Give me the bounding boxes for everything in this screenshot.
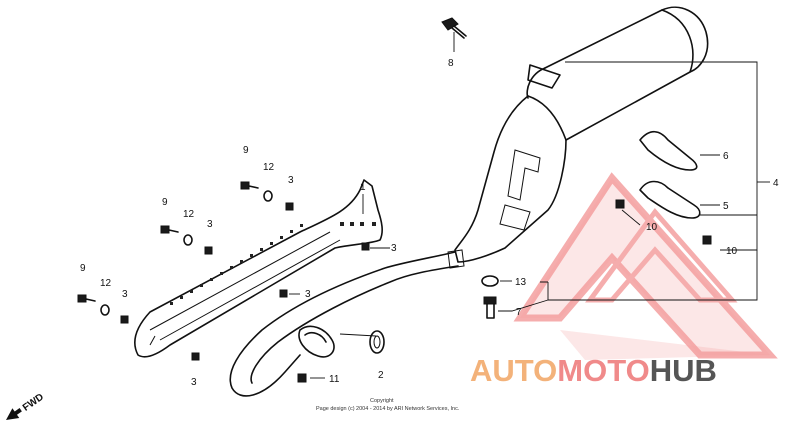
label-9: 9 (243, 145, 249, 156)
label-13: 13 (515, 277, 527, 288)
copyright-line-2: Page design (c) 2004 - 2014 by ARI Netwo… (316, 406, 460, 412)
label-3: 3 (305, 289, 311, 300)
label-12: 12 (100, 278, 112, 289)
label-3: 3 (207, 219, 213, 230)
label-5: 5 (723, 201, 729, 212)
label-8: 8 (448, 58, 454, 69)
fwd-arrow: FWD (6, 392, 46, 420)
label-9: 9 (80, 263, 86, 274)
watermark-wordmark: AUTOMOTOHUB (470, 353, 717, 388)
watermark-auto: AUTO (470, 353, 557, 388)
bracket-5 (639, 180, 701, 219)
label-10: 10 (726, 246, 738, 257)
label-3: 3 (122, 289, 128, 300)
label-2: 2 (378, 370, 384, 381)
heat-shield (134, 179, 383, 358)
label-3: 3 (391, 243, 397, 254)
watermark-triangle (513, 172, 778, 360)
hardware (77, 17, 712, 383)
label-11: 11 (329, 374, 340, 385)
label-10: 10 (646, 222, 658, 233)
label-3: 3 (191, 377, 197, 388)
label-12: 12 (263, 162, 275, 173)
label-1: 1 (360, 182, 366, 193)
label-4: 4 (773, 178, 779, 189)
svg-text:AUTOMOTOHUB: AUTOMOTOHUB (470, 353, 717, 388)
fwd-label: FWD (21, 392, 46, 414)
label-6: 6 (723, 151, 729, 162)
bracket-6 (639, 130, 698, 171)
watermark-moto: MOTO (557, 353, 649, 388)
leader-lines (289, 32, 770, 379)
muffler (454, 6, 709, 263)
label-9: 9 (162, 197, 168, 208)
watermark-hub: HUB (650, 353, 717, 388)
label-3: 3 (288, 175, 294, 186)
exhaust-pipe (229, 249, 465, 397)
copyright-line-1: Copyright (370, 398, 394, 404)
label-7: 7 (516, 307, 522, 318)
label-12: 12 (183, 209, 195, 220)
